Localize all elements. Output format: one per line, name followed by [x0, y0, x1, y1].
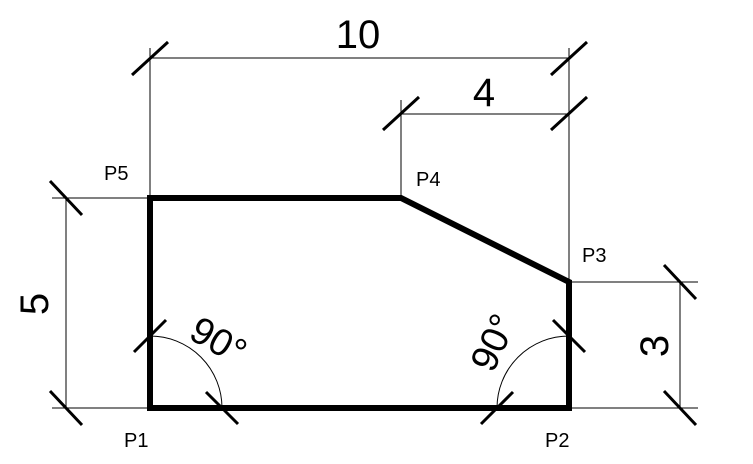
point-labels: P1 P2 P3 P4 P5: [104, 163, 606, 452]
tick-top-width-right: [549, 40, 589, 77]
angle-arc-bottom-right: [496, 335, 570, 409]
dimension-value-right-height: 3: [633, 335, 677, 357]
tick-left-height-top: [48, 179, 84, 217]
dimension-lines: [65, 57, 681, 408]
point-label-p1: P1: [124, 430, 148, 452]
dimension-value-top-width: 10: [336, 13, 381, 57]
point-label-p4: P4: [416, 169, 440, 191]
dimension-values: 10 4 5 3: [13, 13, 677, 357]
angle-value-bottom-left: 90°: [183, 309, 254, 374]
dimension-ticks: [48, 40, 698, 427]
tick-right-height-bottom: [662, 389, 698, 427]
polygon-outline: [147, 195, 572, 411]
tick-top-offset-left: [381, 95, 421, 132]
point-label-p3: P3: [582, 245, 606, 267]
point-label-p5: P5: [104, 163, 128, 185]
tick-top-width-left: [130, 40, 170, 77]
angle-value-bottom-right: 90°: [463, 308, 525, 378]
tick-left-height-bottom: [48, 389, 84, 427]
dimension-value-top-offset: 4: [473, 71, 495, 115]
extension-lines: [52, 48, 698, 409]
angle-values: 90° 90°: [183, 308, 526, 378]
tick-top-offset-right: [549, 95, 589, 132]
tick-right-height-top: [662, 263, 698, 301]
angle-arc-bottom-left: [149, 335, 223, 409]
point-label-p2: P2: [545, 430, 569, 452]
dimension-value-left-height: 5: [13, 293, 57, 315]
